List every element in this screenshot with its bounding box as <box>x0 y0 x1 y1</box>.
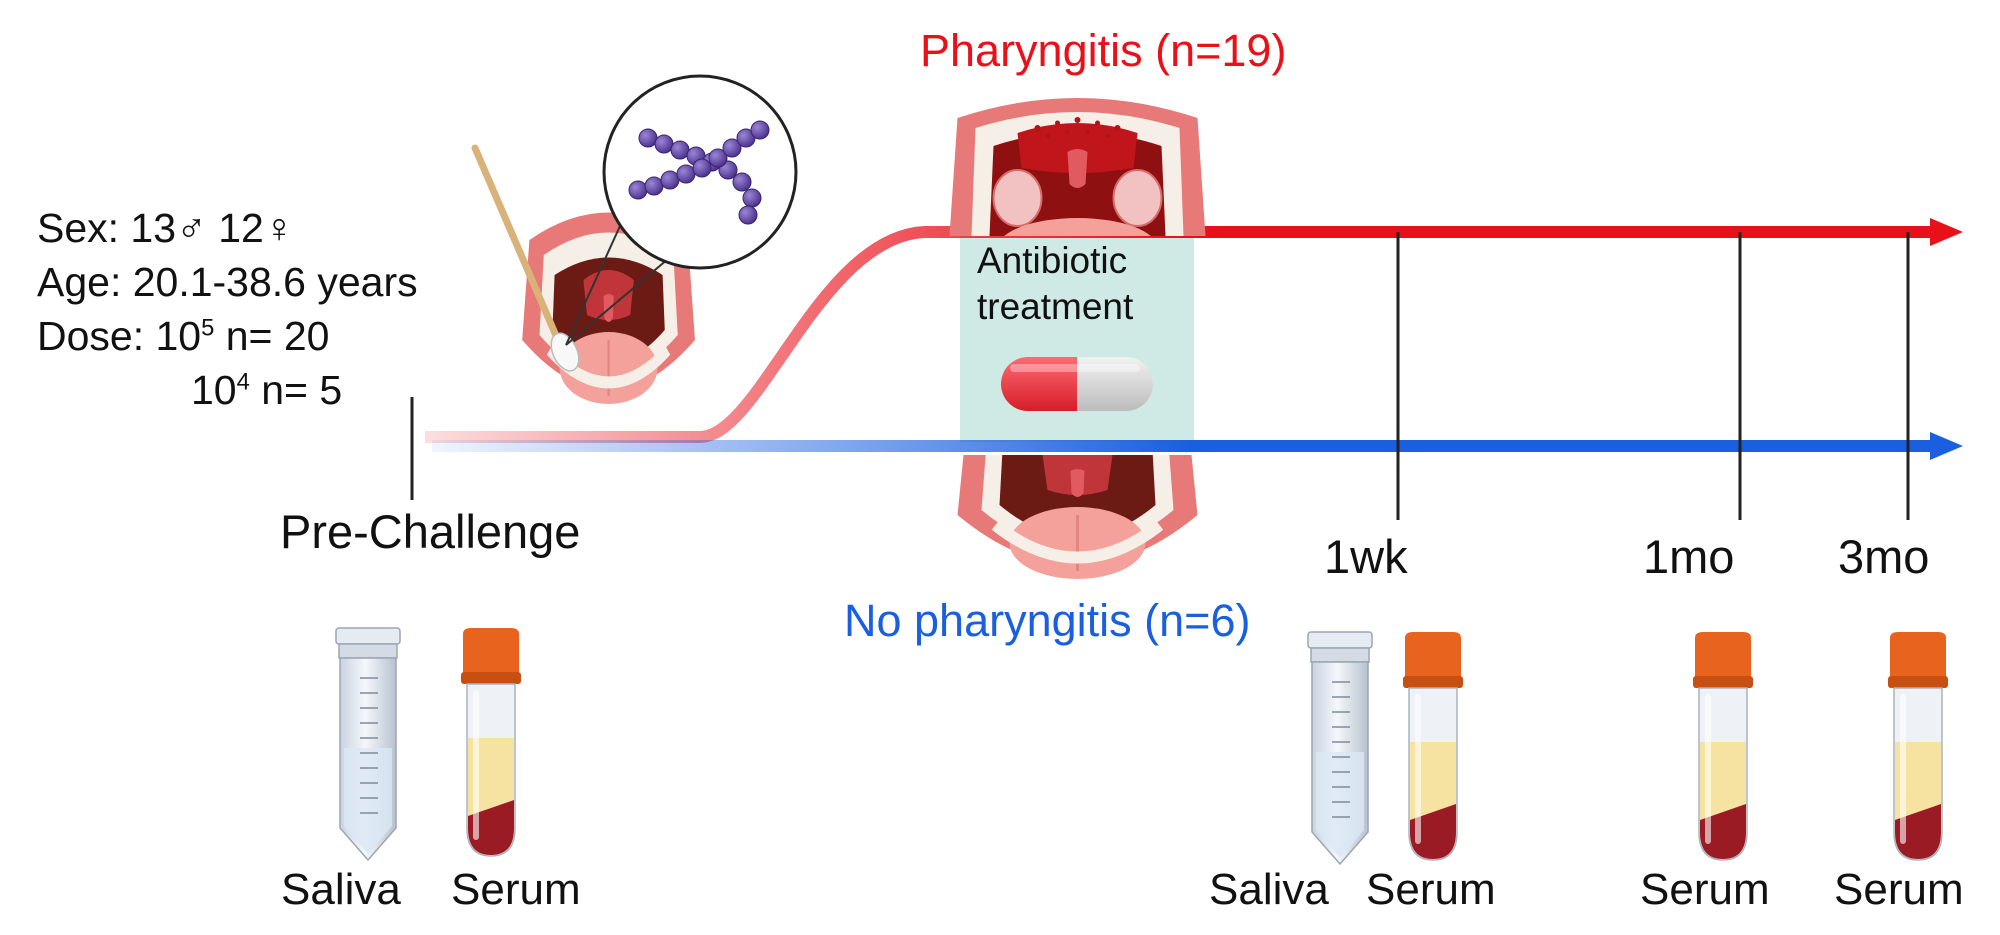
sample-label-serum: Serum <box>1834 865 1964 914</box>
timepoint-3mo: 3mo <box>1838 530 1930 583</box>
demographics-age: Age: 20.1-38.6 years <box>37 259 418 305</box>
no-pharyngitis-arrow <box>432 432 1963 460</box>
sample-label-saliva: Saliva <box>1209 865 1329 914</box>
pharyngitis-arrow <box>425 218 1963 443</box>
sample-label-serum: Serum <box>1366 865 1496 914</box>
streptococcus-magnified-icon <box>602 74 798 270</box>
inflamed-throat-icon <box>949 98 1206 236</box>
sample-label-serum: Serum <box>1640 865 1770 914</box>
serum-tube-icon <box>460 627 522 857</box>
saliva-tube-icon <box>335 627 401 861</box>
saliva-tube-icon <box>1307 631 1373 865</box>
antibiotic-pill-icon <box>1001 357 1153 411</box>
sample-label-serum: Serum <box>451 865 581 914</box>
timepoint-pre-challenge: Pre-Challenge <box>280 505 581 558</box>
serum-tube-icon <box>1402 631 1464 861</box>
timepoint-1wk: 1wk <box>1324 530 1408 583</box>
throat-swab-icon <box>471 144 580 372</box>
magnifier-pointer <box>565 214 626 346</box>
serum-tube-icon <box>1692 631 1754 861</box>
antibiotic-treatment-label: Antibiotic treatment <box>977 240 1134 327</box>
serum-tube-icon <box>1887 631 1949 861</box>
no-pharyngitis-group-label: No pharyngitis (n=6) <box>844 595 1251 646</box>
demographics-dose-high: Dose: 105 n= 20 <box>37 313 330 359</box>
pharyngitis-group-label: Pharyngitis (n=19) <box>920 25 1287 76</box>
demographics-dose-low: 104 n= 5 <box>191 367 343 413</box>
sample-label-saliva: Saliva <box>281 865 401 914</box>
timepoint-1mo: 1mo <box>1643 530 1735 583</box>
demographics-sex: Sex: 13♂ 12♀ <box>37 205 295 251</box>
